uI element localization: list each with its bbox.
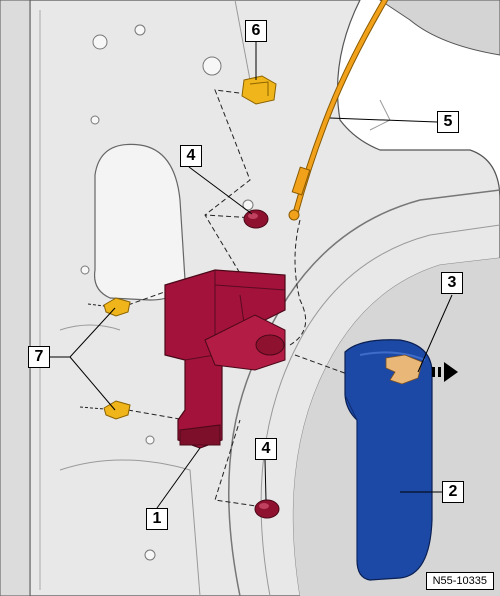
retaining-clip-top xyxy=(241,75,277,105)
bolt-bottom xyxy=(254,499,280,519)
expansion-clip-lower xyxy=(79,400,131,420)
cover-trim xyxy=(344,339,458,581)
callout-7: 7 xyxy=(28,346,50,368)
callout-4-top: 4 xyxy=(180,145,202,167)
expansion-clip-upper xyxy=(87,297,131,317)
callout-1: 1 xyxy=(146,508,168,530)
reference-code: N55-10335 xyxy=(425,572,494,590)
callout-4-bottom: 4 xyxy=(255,438,277,460)
mounting-bracket xyxy=(164,269,286,449)
callout-3: 3 xyxy=(441,272,463,294)
release-cable xyxy=(288,0,388,221)
callout-5: 5 xyxy=(437,111,459,133)
callout-6: 6 xyxy=(245,20,267,42)
bolt-top xyxy=(243,209,269,229)
removal-direction-arrow xyxy=(432,362,458,382)
callout-2: 2 xyxy=(442,481,464,503)
callout-leaders xyxy=(50,42,453,509)
